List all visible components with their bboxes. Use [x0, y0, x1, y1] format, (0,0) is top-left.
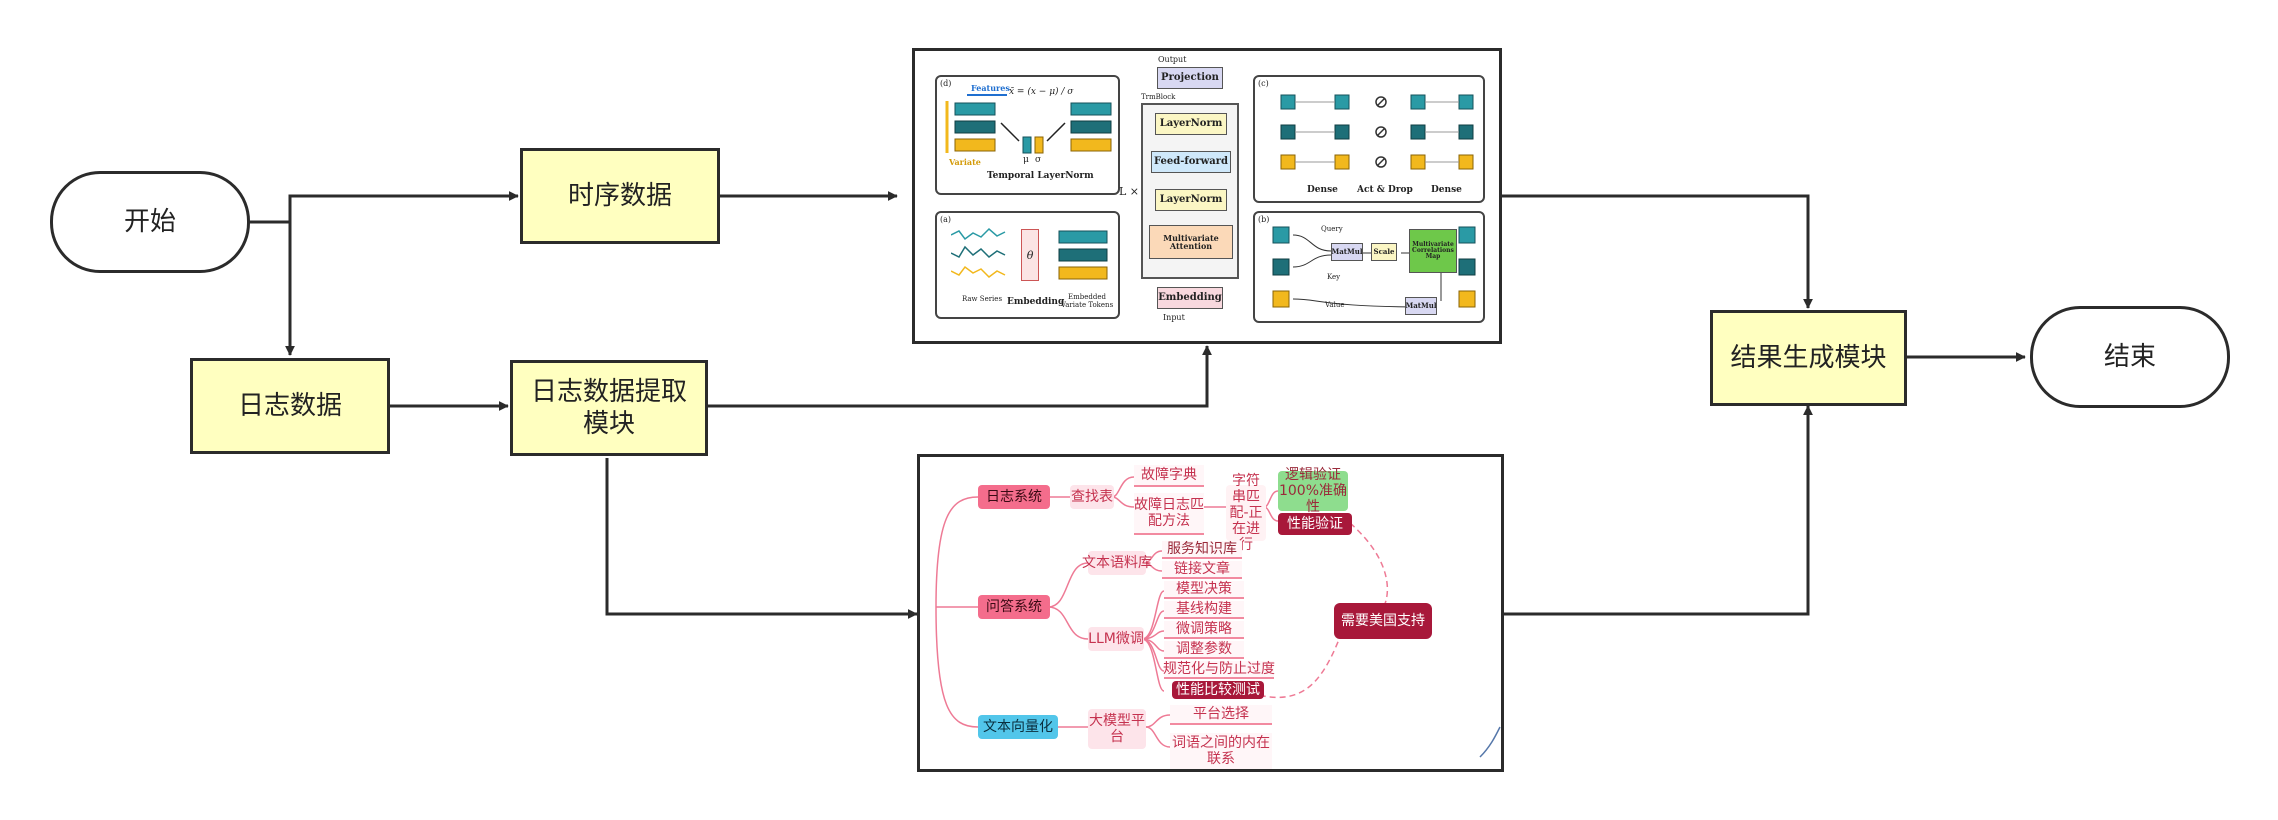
mm-log-system[interactable]: 日志系统 — [978, 485, 1050, 509]
right-cube-stack — [1070, 102, 1112, 152]
ffn-yellow-row — [1280, 154, 1474, 170]
temporal-layernorm-subpanel: (d) Features x̃ = (x − μ) / σ μ σ — [935, 75, 1120, 195]
dense-2-label: Dense — [1431, 185, 1462, 195]
edge-extract-to-mindmap — [605, 458, 918, 619]
raw-series-label: Raw Series — [961, 295, 1003, 303]
edge-extract-to-model — [708, 345, 1212, 408]
layernorm-top-block: LayerNorm — [1155, 113, 1227, 135]
dashed-link-perf-compare — [1249, 636, 1341, 698]
mm-logic-verify[interactable]: 逻辑验证 100%准确性 — [1278, 466, 1348, 516]
l-times-label: L × — [1119, 185, 1140, 198]
trmblock-label: TrmBlock — [1141, 93, 1176, 101]
embedded-token-cubes — [1058, 230, 1108, 280]
embedded-tokens-label: Embedded Variate Tokens — [1060, 293, 1114, 309]
mm-text-vector[interactable]: 文本向量化 — [978, 715, 1058, 739]
scale-block: Scale — [1371, 243, 1397, 261]
mm-text-corpus[interactable]: 文本语料库 — [1082, 551, 1152, 575]
mm-regularize[interactable]: 规范化与防止过度 — [1163, 661, 1275, 679]
formula-label: x̃ = (x − μ) / σ — [1009, 87, 1074, 97]
features-arrow — [967, 94, 1007, 96]
act-drop-label: Act & Drop — [1357, 185, 1413, 195]
mm-qa-system[interactable]: 问答系统 — [978, 595, 1050, 619]
result-node[interactable]: 结果生成模块 — [1710, 310, 1907, 406]
log-extract-node[interactable]: 日志数据提取模块 — [510, 360, 708, 456]
input-label: Input — [1163, 313, 1185, 322]
mm-link-article[interactable]: 链接文章 — [1162, 561, 1242, 579]
ffn-cube-grid — [1280, 94, 1474, 170]
mm-fault-dict[interactable]: 故障字典 — [1134, 465, 1204, 487]
key-label: Key — [1327, 273, 1341, 281]
subpanel-a-label: (a) — [940, 215, 952, 224]
start-node[interactable]: 开始 — [50, 171, 250, 273]
embedding-center-block: Embedding — [1157, 287, 1223, 309]
matmul-2-block: MatMul — [1405, 297, 1437, 315]
ts-data-node[interactable]: 时序数据 — [520, 148, 720, 244]
sigma-label: σ — [1035, 155, 1042, 165]
dense-1-label: Dense — [1307, 185, 1338, 195]
attention-subpanel: (b) Query MatMul Key Scale Multivariate … — [1253, 211, 1485, 323]
features-label: Features — [971, 83, 1010, 93]
end-node[interactable]: 结束 — [2030, 306, 2230, 408]
mm-word-relation[interactable]: 词语之间的内在联系 — [1170, 733, 1272, 769]
embedding-theta-box: θ — [1021, 229, 1039, 281]
mindmap-panel: 日志系统 查找表 故障字典 故障日志匹配方法 字符串匹配-正在进行 逻辑验证 1… — [917, 454, 1504, 772]
mm-platform-select[interactable]: 平台选择 — [1170, 705, 1272, 725]
mu-sigma-bars — [1022, 136, 1044, 154]
mm-baseline[interactable]: 基线构建 — [1164, 601, 1244, 619]
temporal-layernorm-label: Temporal LayerNorm — [987, 171, 1094, 181]
subpanel-c-label: (c) — [1258, 79, 1269, 88]
edge-model-to-result — [1500, 194, 1813, 309]
mm-fault-log-match[interactable]: 故障日志匹配方法 — [1134, 493, 1204, 535]
layernorm-mid-block: LayerNorm — [1155, 189, 1227, 211]
log-data-node[interactable]: 日志数据 — [190, 358, 390, 454]
value-label: Value — [1325, 301, 1345, 309]
mm-lookup-table[interactable]: 查找表 — [1070, 485, 1114, 509]
itransformer-panel: (d) Features x̃ = (x − μ) / σ μ σ — [912, 48, 1502, 344]
matmul-1-block: MatMul — [1331, 243, 1363, 261]
mu-label: μ — [1023, 155, 1029, 165]
multivariate-attention-block: Multivariate Attention — [1149, 225, 1233, 259]
subpanel-b-label: (b) — [1258, 215, 1270, 224]
embedding-label: Embedding — [1007, 297, 1065, 307]
mm-model-decision[interactable]: 模型决策 — [1164, 581, 1244, 599]
subpanel-d-label: (d) — [940, 79, 952, 88]
correlation-map-block: Multivariate Correlations Map — [1409, 229, 1457, 273]
mm-string-match[interactable]: 字符串匹配-正在进行 — [1226, 473, 1266, 553]
mm-perf-verify[interactable]: 性能验证 — [1278, 513, 1352, 535]
variate-label-d: Variate — [949, 157, 981, 167]
feed-forward-subpanel: (c) — [1253, 75, 1485, 203]
mm-llm-platform[interactable]: 大模型平台 — [1088, 709, 1146, 749]
attention-output-cubes — [1458, 226, 1476, 308]
attention-flow-lines — [1292, 234, 1467, 308]
query-label: Query — [1321, 225, 1343, 233]
output-label: Output — [1158, 55, 1187, 64]
mm-finetune-strategy[interactable]: 微调策略 — [1164, 621, 1244, 639]
mm-need-us-support[interactable]: 需要美国支持 — [1334, 603, 1432, 639]
mm-llm-finetune[interactable]: LLM微调 — [1088, 627, 1144, 651]
projection-block: Projection — [1157, 67, 1223, 89]
attention-input-cubes — [1272, 226, 1290, 308]
mm-service-kb[interactable]: 服务知识库 — [1162, 541, 1242, 559]
raw-series-lines — [951, 227, 1006, 278]
left-cube-stack — [954, 102, 996, 152]
theta-label: θ — [1026, 248, 1034, 262]
edge-start-to-ts-data — [250, 191, 519, 224]
edge-mindmap-to-result — [1500, 405, 1813, 616]
ffn-teal-row-1 — [1280, 94, 1474, 110]
mm-perf-compare[interactable]: 性能比较测试 — [1172, 681, 1264, 699]
ffn-teal-row-2 — [1280, 124, 1474, 140]
feed-forward-block: Feed-forward — [1151, 151, 1231, 173]
layernorm-cubes — [945, 101, 1112, 154]
embedding-subpanel: (a) θ Raw Series Embedding Embedded Vari… — [935, 211, 1120, 319]
mm-tune-params[interactable]: 调整参数 — [1164, 641, 1244, 659]
